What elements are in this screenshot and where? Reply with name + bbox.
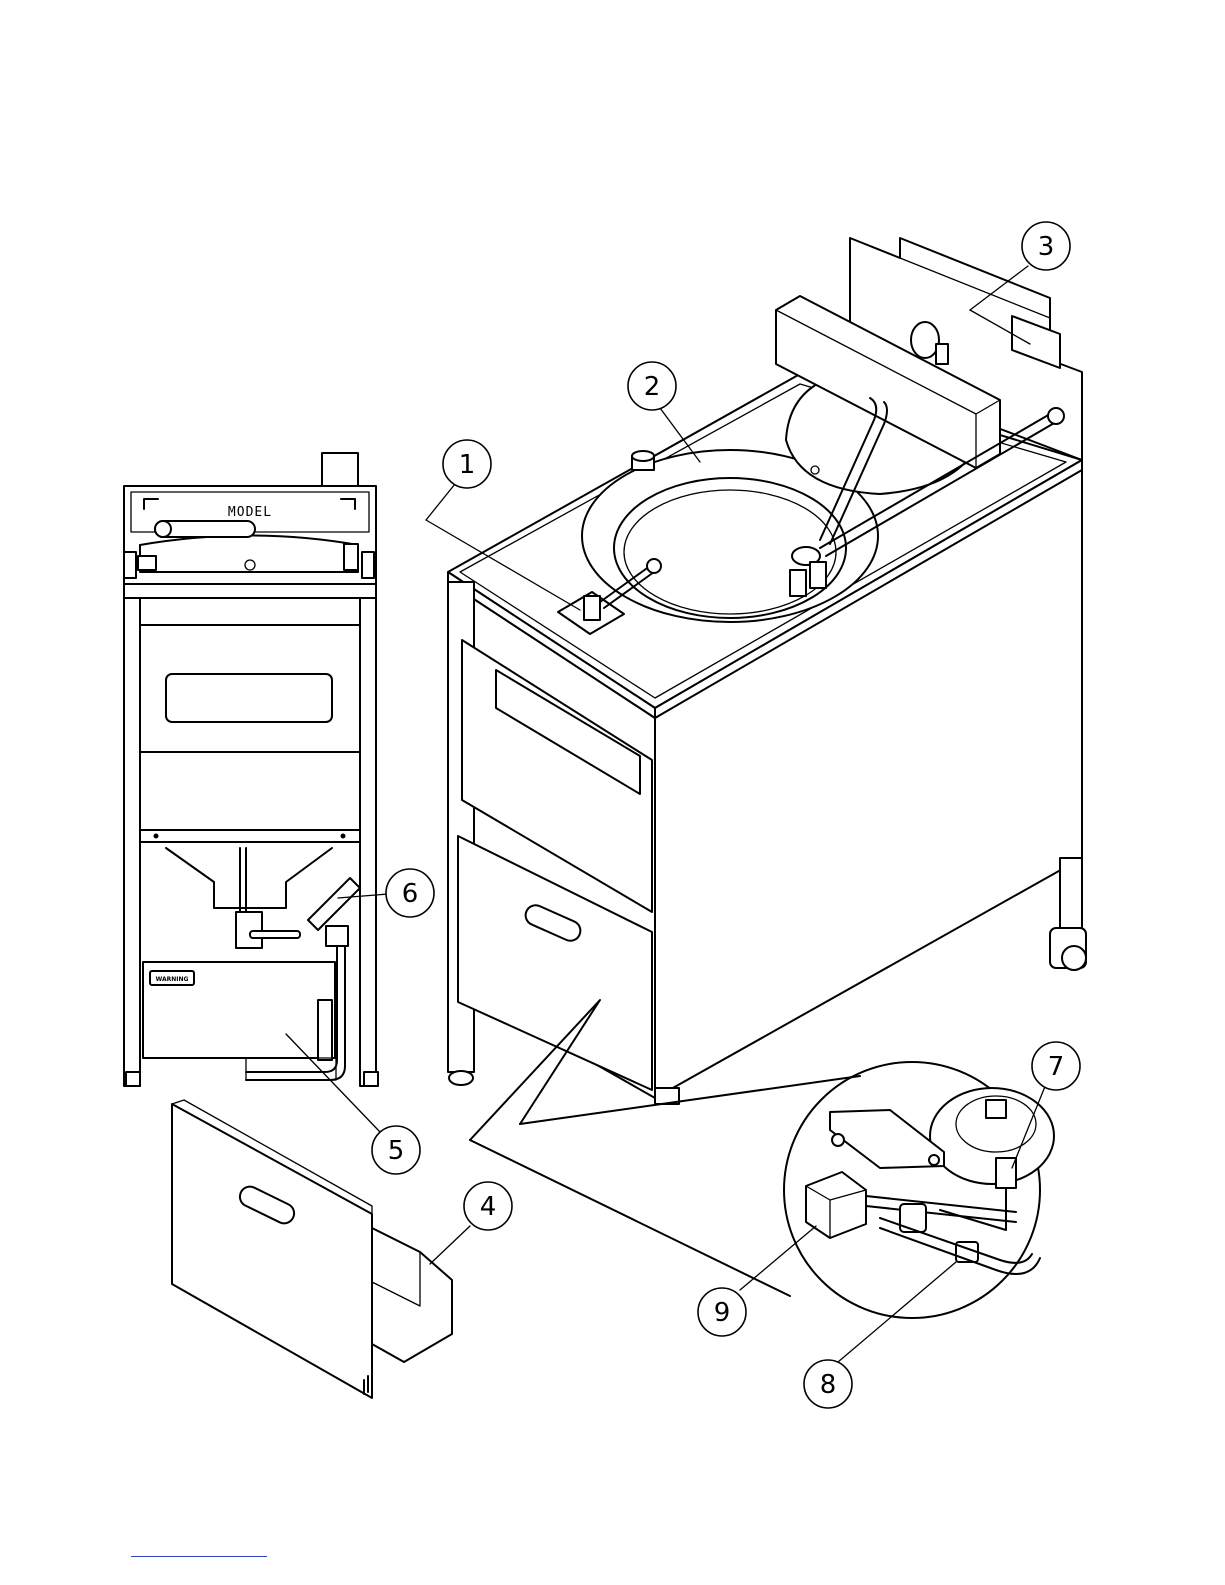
callout-8-label: 8 [820,1370,837,1400]
warning-label: WARNING [156,976,189,983]
callout-3-label: 3 [1038,232,1055,262]
callout-9: 9 [698,1288,746,1336]
callout-9-label: 9 [714,1298,731,1328]
model-label: MODEL [228,505,272,520]
callout-5-label: 5 [388,1136,405,1166]
footer-link-underline [131,1556,267,1557]
callout-7: 7 [1032,1042,1080,1090]
fryer-front-view: MODEL [124,453,378,1086]
callout-4-label: 4 [480,1192,497,1222]
callout-2-label: 2 [644,372,661,402]
callout-7-label: 7 [1048,1052,1065,1082]
callout-5: 5 [372,1126,420,1174]
callout-1-label: 1 [459,450,476,480]
callout-6-label: 6 [402,879,419,909]
callout-1: 1 [443,440,491,488]
callout-3: 3 [1022,222,1070,270]
callout-8: 8 [804,1360,852,1408]
callout-2: 2 [628,362,676,410]
callout-4: 4 [464,1182,512,1230]
fryer-isometric-view [448,238,1086,1104]
callout-6: 6 [386,869,434,917]
